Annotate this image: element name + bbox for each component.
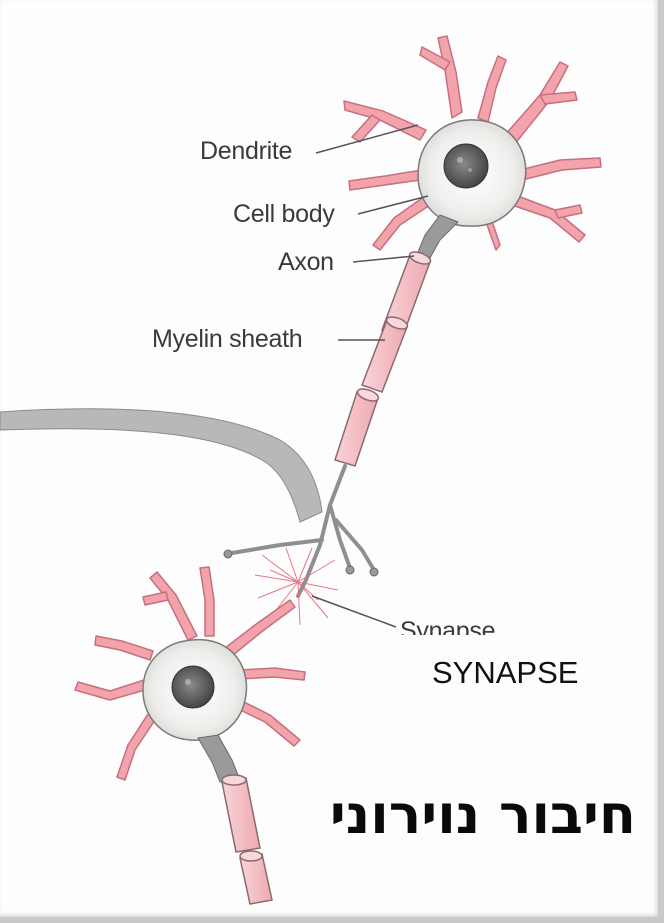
label-cell-body: Cell body xyxy=(233,202,335,227)
label-synapse-small: Synapse xyxy=(400,619,495,635)
axon-myelin-segments xyxy=(335,250,432,466)
synapse-burst xyxy=(255,548,338,625)
lower-nucleolus xyxy=(185,679,191,685)
label-myelin-sheath: Myelin sheath xyxy=(152,327,302,352)
lower-axon-myelin xyxy=(222,775,272,904)
upper-nucleus xyxy=(444,144,488,188)
upper-nucleus-speck xyxy=(468,168,472,172)
upper-nucleolus xyxy=(457,157,463,163)
label-dendrite: Dendrite xyxy=(200,139,292,164)
label-axon: Axon xyxy=(278,250,334,275)
upper-axon-hillock xyxy=(418,215,458,258)
axon-terminal-knobs xyxy=(224,550,378,576)
callout-arrow xyxy=(0,409,322,522)
lower-nucleus xyxy=(172,666,214,708)
synapse-caption: SYNAPSE xyxy=(432,657,578,688)
hebrew-title: חיבור נוירוני xyxy=(330,788,636,842)
